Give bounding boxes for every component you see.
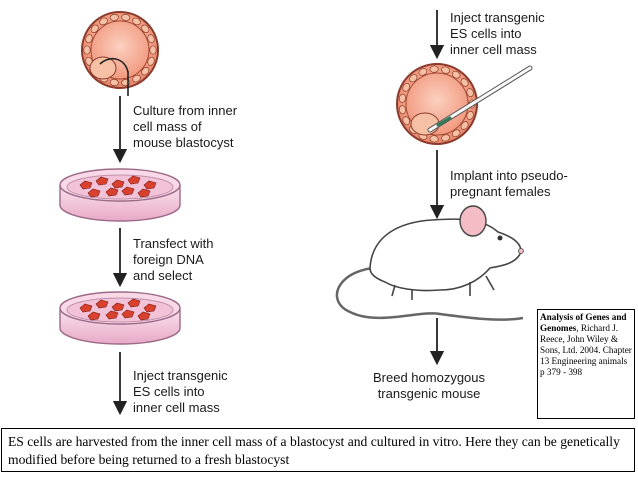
trophoblast-cell — [409, 74, 418, 83]
es-cell — [137, 188, 151, 198]
trophoblast-cell — [149, 45, 157, 55]
trophoblast-cell — [451, 70, 461, 79]
trophoblast-cell — [441, 66, 451, 74]
trophoblast-cell — [460, 78, 469, 87]
trophoblast-cell — [429, 135, 439, 143]
es-cells-dish-2 — [79, 298, 157, 321]
trophoblast-cell — [109, 78, 119, 87]
trophoblast-cell — [451, 129, 461, 138]
trophoblast-cell — [109, 13, 119, 22]
culture-dish-2 — [59, 291, 181, 345]
step-inject-left-label: Inject transgenic ES cells into inner ce… — [133, 368, 228, 415]
es-cell — [105, 310, 119, 320]
pipette-line-left — [99, 57, 129, 96]
es-cell — [105, 187, 119, 197]
trophoblast-cell — [83, 45, 91, 55]
citation-box: Analysis of Genes and Genomes, Richard J… — [537, 309, 635, 419]
trophoblast-cells-right — [398, 65, 476, 143]
mouse-ear — [459, 205, 487, 237]
es-cell — [79, 303, 93, 313]
trophoblast-cell — [402, 82, 411, 92]
blastocyst-right — [396, 63, 533, 145]
trophoblast-cell — [441, 134, 451, 142]
es-cell — [143, 180, 157, 190]
es-cell — [137, 311, 151, 321]
trophoblast-cell — [141, 24, 150, 33]
es-cell — [111, 302, 125, 312]
step-transfect-label: Transfect with foreign DNA and select — [133, 236, 214, 283]
citation-title: Analysis of Genes and Genomes — [540, 312, 627, 333]
mouse-nose — [518, 248, 524, 254]
es-cell — [87, 311, 101, 321]
caption-box: ES cells are harvested from the inner ce… — [1, 428, 635, 472]
inner-cell-mass-right — [410, 112, 440, 136]
trophoblast-cell — [429, 65, 439, 73]
es-cell — [127, 175, 141, 185]
trophoblast-cell — [147, 34, 155, 44]
injection-needle — [427, 65, 533, 133]
mouse-body — [369, 218, 522, 292]
es-cell — [95, 299, 109, 309]
trophoblast-cell — [141, 67, 150, 76]
trophoblast-cell — [418, 68, 428, 76]
es-cell — [127, 298, 141, 308]
mouse-legs — [391, 275, 495, 300]
trophoblast-cell — [85, 34, 93, 44]
trophoblast-cell — [398, 105, 407, 115]
trophoblast-cell — [132, 74, 141, 83]
trophoblast-cell — [402, 116, 411, 126]
es-cell — [79, 180, 93, 190]
inner-cell-mass-left — [89, 56, 117, 80]
step-culture-label: Culture from inner cell mass of mouse bl… — [133, 103, 238, 150]
trophoblast-cell — [147, 56, 155, 66]
mouse-eye — [497, 235, 503, 241]
step-implant-label: Implant into pseudo- pregnant females — [450, 168, 568, 199]
trophoblast-cell — [132, 17, 141, 26]
trophoblast-cell — [466, 110, 474, 120]
es-cell — [111, 179, 125, 189]
trophoblast-cell — [99, 17, 108, 26]
step-breed-label: Breed homozygous transgenic mouse — [373, 370, 486, 401]
mouse-illustration — [335, 205, 524, 321]
es-cell — [87, 188, 101, 198]
es-cell — [121, 309, 135, 319]
blastocyst-left — [81, 11, 159, 96]
trophoblast-cell — [121, 13, 131, 22]
es-cell — [143, 303, 157, 313]
es-cell — [95, 176, 109, 186]
mouse-tail — [335, 266, 524, 321]
step-inject-right-label: Inject transgenic ES cells into inner ce… — [450, 10, 545, 57]
culture-dish-1 — [59, 168, 181, 222]
citation-details: , Richard J. Reece, John Wiley & Sons, L… — [540, 323, 632, 377]
es-cells-dish-1 — [79, 175, 157, 198]
trophoblast-cell — [466, 88, 474, 98]
trophoblast-cell — [460, 121, 469, 130]
trophoblast-cell — [398, 93, 407, 103]
es-cell — [121, 186, 135, 196]
trophoblast-cell — [90, 24, 99, 33]
